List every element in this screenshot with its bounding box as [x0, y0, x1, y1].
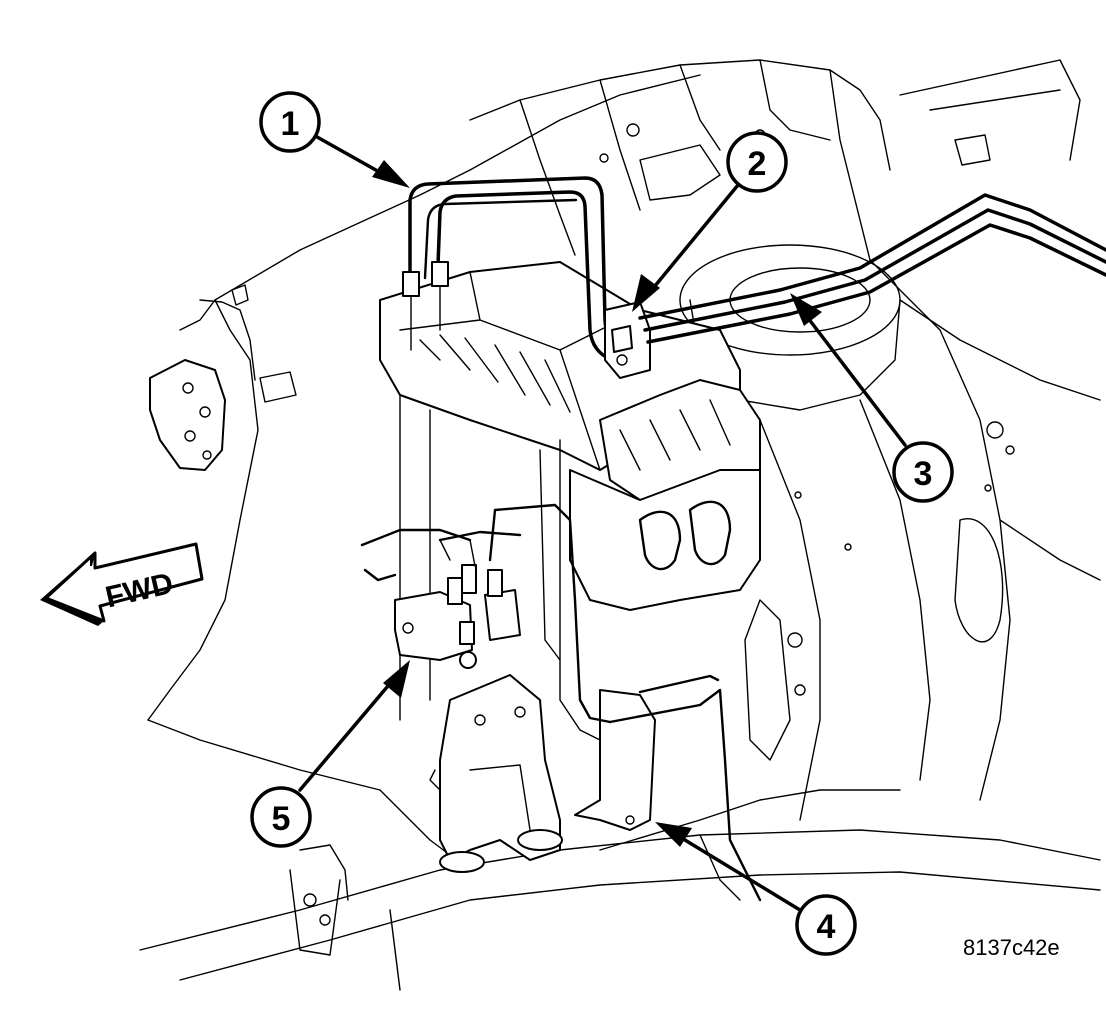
callout-5: 5: [250, 786, 312, 848]
callout-4-label: 4: [817, 908, 836, 946]
callout-3: 3: [892, 441, 954, 503]
callout-1-label: 1: [281, 105, 300, 143]
callout-2: 2: [726, 131, 788, 193]
figure-code: 8137c42e: [963, 935, 1060, 960]
leader-arrows: [298, 131, 907, 912]
callout-3-label: 3: [914, 455, 933, 493]
junction-block: [394, 564, 656, 831]
callout-2-label: 2: [748, 145, 767, 183]
mounting-bracket: [429, 674, 563, 873]
brake-lines: [360, 176, 1106, 902]
vehicle-body-structure: [139, 59, 1101, 991]
callout-1: 1: [259, 91, 321, 153]
callout-5-label: 5: [272, 800, 291, 838]
hcu-module: [379, 261, 761, 741]
callout-4: 4: [795, 894, 857, 956]
fwd-direction-arrow: FWD: [40, 542, 204, 626]
